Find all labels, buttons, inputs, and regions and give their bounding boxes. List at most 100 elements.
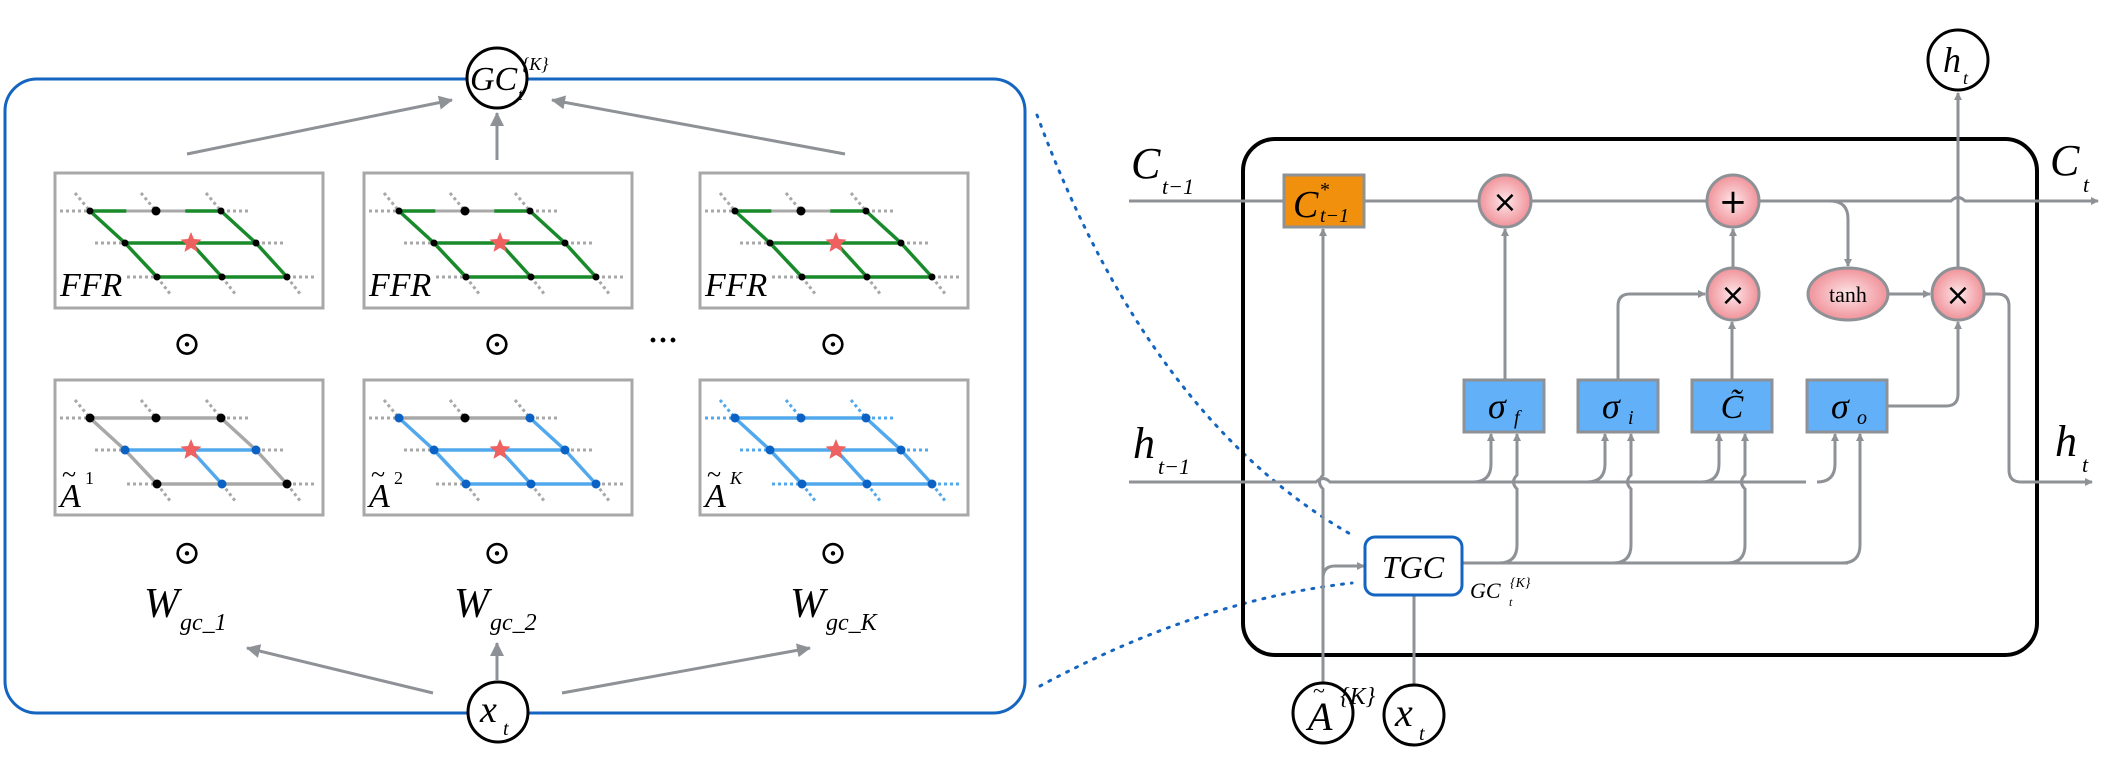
- grid-edge: [397, 209, 436, 245]
- grid-node: [731, 207, 739, 215]
- grid-node: [460, 206, 470, 216]
- xt-node-sub: t: [503, 718, 509, 740]
- c-prev-label: C t−1: [1131, 139, 1194, 199]
- grid-edge: [528, 416, 567, 452]
- grid-stub: [155, 276, 173, 296]
- tanh-op: tanh: [1806, 266, 1890, 322]
- tgc-out-sub: t: [1509, 595, 1513, 609]
- grid-node: [151, 413, 161, 423]
- gate-candidate: C̃: [1690, 378, 1774, 434]
- output-to-mult-line: [1887, 321, 1962, 408]
- center-node-star-icon: [825, 439, 847, 459]
- grid-node: [863, 273, 871, 281]
- grid-node: [86, 207, 94, 215]
- tgc-to-gate-line: [1726, 433, 1749, 565]
- forget-multiply-op: ×: [1477, 173, 1533, 229]
- hadamard-icon: ⊙: [173, 535, 202, 572]
- gate-subscript: i: [1628, 407, 1634, 429]
- h-prev-base: h: [1133, 419, 1155, 468]
- h-next-base: h: [2055, 417, 2077, 466]
- grid-node: [591, 479, 601, 489]
- xt-input-node: x t: [466, 680, 530, 744]
- tgc-label: TGC: [1382, 549, 1445, 585]
- c-star-sup: *: [1320, 179, 1330, 201]
- gc-node-sup: {K}: [522, 54, 549, 74]
- grid-stub: [529, 483, 547, 503]
- grid-node: [121, 239, 129, 247]
- grid-node: [430, 239, 438, 247]
- mult-to-hidden-out-line: [1985, 292, 2093, 486]
- grid-edge: [254, 241, 289, 279]
- adjacency-box: A~1: [53, 378, 325, 517]
- grid-node: [796, 413, 806, 423]
- arrow-col1-to-gc: [186, 95, 453, 156]
- grid-node: [561, 239, 569, 247]
- h-prev-sub: t−1: [1158, 454, 1190, 479]
- ht-node-sub: t: [1963, 68, 1969, 88]
- grid-node: [797, 479, 807, 489]
- hadamard-icon: ⊙: [173, 326, 202, 363]
- gate-symbol: σ: [1831, 386, 1850, 426]
- h-next-sub: t: [2082, 452, 2089, 477]
- xt-node-base: x: [479, 689, 497, 731]
- grid-node: [766, 239, 774, 247]
- gate-subscript: f: [1514, 407, 1522, 429]
- grid-node: [217, 479, 227, 489]
- multiply-symbol: ×: [1945, 278, 1970, 313]
- hidden-to-gate-line: [1586, 433, 1609, 484]
- grid-node: [861, 413, 871, 423]
- grid-node: [527, 273, 535, 281]
- weight-base: W: [790, 581, 829, 627]
- adjacency-base: A: [58, 478, 81, 515]
- grid-edge: [123, 241, 159, 279]
- gc-node-sub: t: [518, 85, 524, 104]
- grid-stub: [930, 483, 948, 503]
- grid-stub: [865, 276, 883, 296]
- ffr-box: FFR: [362, 171, 634, 310]
- xt-lstm-input-node: x t: [1382, 683, 1446, 747]
- center-node-star-icon: [180, 232, 202, 252]
- grid-node: [151, 206, 161, 216]
- c-prev-sub: t−1: [1162, 174, 1194, 199]
- grid-stub: [529, 276, 547, 296]
- grid-node: [560, 445, 570, 455]
- grid-edge: [397, 416, 436, 452]
- adjacency-power: 2: [394, 468, 403, 488]
- grid-stub: [865, 483, 883, 503]
- gate-symbol: σ: [1488, 386, 1507, 426]
- h-prev-label: h t−1: [1133, 419, 1190, 479]
- grid-stub: [464, 276, 482, 296]
- adj-to-cstar-line: [1318, 228, 1327, 683]
- grid-node: [283, 273, 291, 281]
- hidden-to-gate-line: [1816, 433, 1839, 484]
- grid-stub: [382, 192, 401, 212]
- hidden-state-line-in: [1129, 477, 1806, 484]
- grid-edge: [864, 209, 903, 245]
- c-prev-base: C: [1131, 139, 1161, 188]
- hadamard-icon: ⊙: [819, 535, 848, 572]
- weight-sub: gc_1: [180, 610, 227, 636]
- adjacency-power: K: [729, 468, 743, 488]
- adjacency-power: 1: [85, 468, 94, 488]
- tgc-output-label: GC t {K}: [1470, 576, 1531, 609]
- grid-edge: [528, 209, 567, 245]
- center-node-star-icon: [489, 232, 511, 252]
- xt-lstm-sub: t: [1419, 723, 1425, 745]
- grid-edge: [899, 448, 934, 486]
- grid-edge: [123, 448, 159, 486]
- grid-node: [730, 413, 740, 423]
- grid-edge: [733, 209, 772, 245]
- grid-edge: [733, 416, 772, 452]
- grid-edge: [432, 448, 468, 486]
- grid-edge: [899, 241, 934, 279]
- output-multiply-op: ×: [1930, 266, 1986, 322]
- ellipsis: ···: [648, 324, 678, 357]
- adj-input-base: A: [1305, 694, 1333, 739]
- grid-node: [897, 239, 905, 247]
- grid-stub: [285, 276, 303, 296]
- grid-stub: [849, 192, 868, 212]
- hadamard-icon: ⊙: [819, 326, 848, 363]
